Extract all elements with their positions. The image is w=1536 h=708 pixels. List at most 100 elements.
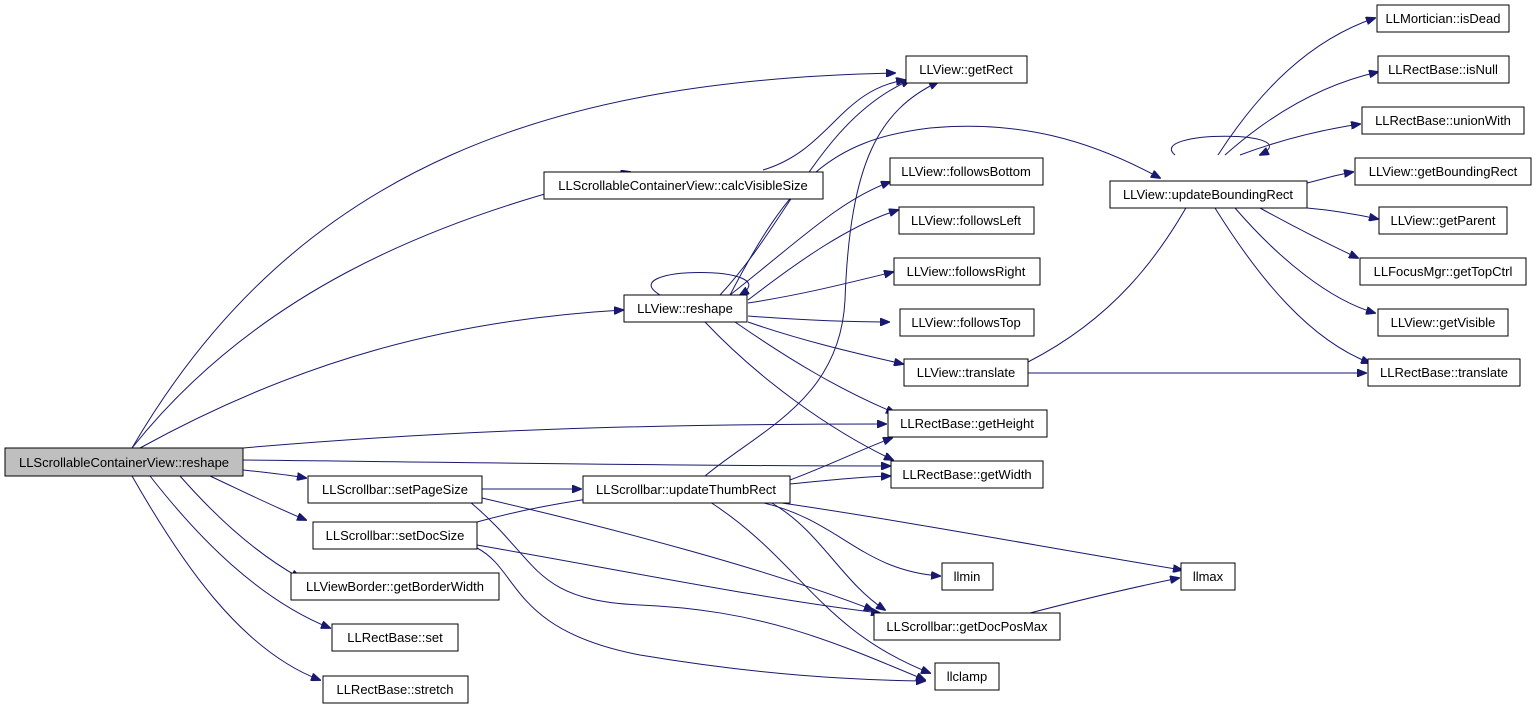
node-followsLeft-label: LLView::followsLeft xyxy=(911,213,1021,228)
node-followsRight-label: LLView::followsRight xyxy=(907,264,1026,279)
edge-setDocSize-llclamp xyxy=(476,547,925,681)
node-isDead-label: LLMortician::isDead xyxy=(1386,11,1501,26)
node-followsTop-label: LLView::followsTop xyxy=(911,315,1020,330)
edge-ubr-getParent xyxy=(1306,207,1378,219)
node-getDocPosMax-label: LLScrollbar::getDocPosMax xyxy=(886,619,1048,634)
node-llclamp-label: llclamp xyxy=(947,669,987,684)
edge-root-calcVisibleSize xyxy=(131,172,630,449)
edge-setDocSize-getDocPosMax xyxy=(476,544,880,613)
edge-root-setPageSize xyxy=(242,469,306,478)
edge-utr-getWidth xyxy=(789,476,890,485)
node-root-label: LLScrollableContainerView::reshape xyxy=(19,455,229,470)
edge-utr-llmin xyxy=(759,501,940,576)
edge-root-view-reshape xyxy=(139,310,623,449)
node-unionWith[interactable]: LLRectBase::unionWith xyxy=(1361,106,1525,135)
edge-reshape-translate xyxy=(747,321,903,364)
node-getBoundingRect-label: LLView::getBoundingRect xyxy=(1369,164,1518,179)
edge-root-setDocSize xyxy=(209,475,306,520)
node-getTopCtrl[interactable]: LLFocusMgr::getTopCtrl xyxy=(1359,257,1527,286)
call-nodes: LLScrollableContainerView::reshape LLScr… xyxy=(4,4,1532,704)
node-followsBottom[interactable]: LLView::followsBottom xyxy=(889,157,1044,186)
node-view-translate-label: LLView::translate xyxy=(917,365,1016,380)
edge-root-getWidth xyxy=(242,459,890,466)
node-rect-translate[interactable]: LLRectBase::translate xyxy=(1367,358,1521,387)
node-getBorderWidth-label: LLViewBorder::getBorderWidth xyxy=(306,579,484,594)
edge-root-getBorderWidth xyxy=(179,475,300,578)
node-getVisible[interactable]: LLView::getVisible xyxy=(1377,308,1509,337)
edge-ubr-isNull xyxy=(1224,72,1378,156)
edge-reshape-self xyxy=(650,272,749,296)
node-llmin-label: llmin xyxy=(954,569,981,584)
edge-ubr-getVisible xyxy=(1234,207,1375,313)
edge-utr-getDocPosMax xyxy=(769,501,885,610)
edge-gdpm-llmax xyxy=(1029,578,1179,614)
node-rect-set[interactable]: LLRectBase::set xyxy=(331,623,459,652)
edge-root-getRect xyxy=(131,73,895,449)
node-unionWith-label: LLRectBase::unionWith xyxy=(1375,113,1511,128)
edge-reshape-followsBottom xyxy=(729,182,890,296)
node-calcVisibleSize[interactable]: LLScrollableContainerView::calcVisibleSi… xyxy=(543,171,824,200)
node-getHeight-label: LLRectBase::getHeight xyxy=(900,416,1034,431)
edge-utr-getRect xyxy=(704,82,938,477)
node-getBorderWidth[interactable]: LLViewBorder::getBorderWidth xyxy=(290,572,500,601)
node-view-reshape-label: LLView::reshape xyxy=(637,301,733,316)
edge-ubr-rect-translate xyxy=(1214,207,1370,363)
node-updateThumbRect[interactable]: LLScrollbar::updateThumbRect xyxy=(582,475,791,504)
node-getParent[interactable]: LLView::getParent xyxy=(1378,206,1508,235)
edge-reshape-followsRight xyxy=(747,272,893,304)
node-getRect-label: LLView::getRect xyxy=(919,62,1013,77)
edge-utr-llclamp xyxy=(709,501,930,673)
node-updateBoundingRect[interactable]: LLView::updateBoundingRect xyxy=(1109,180,1308,209)
node-isNull[interactable]: LLRectBase::isNull xyxy=(1377,55,1510,84)
node-getHeight[interactable]: LLRectBase::getHeight xyxy=(887,409,1048,438)
node-followsTop[interactable]: LLView::followsTop xyxy=(899,308,1035,337)
node-getBoundingRect[interactable]: LLView::getBoundingRect xyxy=(1354,157,1532,186)
node-setDocSize[interactable]: LLScrollbar::setDocSize xyxy=(312,521,478,550)
edge-ubr-getTopCtrl xyxy=(1259,207,1358,258)
node-isDead[interactable]: LLMortician::isDead xyxy=(1376,4,1510,33)
edge-reshape-followsLeft xyxy=(747,210,898,301)
node-view-translate[interactable]: LLView::translate xyxy=(903,358,1029,387)
node-llmax-label: llmax xyxy=(1193,569,1224,584)
node-getVisible-label: LLView::getVisible xyxy=(1391,315,1496,330)
node-llmin[interactable]: llmin xyxy=(941,562,994,591)
node-setDocSize-label: LLScrollbar::setDocSize xyxy=(326,528,465,543)
node-getDocPosMax[interactable]: LLScrollbar::getDocPosMax xyxy=(873,612,1061,641)
edge-root-rect-stretch xyxy=(131,475,320,680)
node-rect-translate-label: LLRectBase::translate xyxy=(1380,365,1508,380)
edge-ubr-self xyxy=(1171,135,1270,155)
node-getRect[interactable]: LLView::getRect xyxy=(905,55,1028,84)
edge-reshape-followsTop xyxy=(747,315,889,322)
node-rect-set-label: LLRectBase::set xyxy=(347,630,443,645)
node-followsBottom-label: LLView::followsBottom xyxy=(901,164,1031,179)
edge-translate-updateBoundingRect xyxy=(1027,182,1200,363)
edge-root-rect-set xyxy=(149,475,330,628)
node-calcVisibleSize-label: LLScrollableContainerView::calcVisibleSi… xyxy=(558,178,808,193)
node-llmax[interactable]: llmax xyxy=(1180,562,1236,591)
node-isNull-label: LLRectBase::isNull xyxy=(1388,62,1498,77)
node-view-reshape[interactable]: LLView::reshape xyxy=(623,294,748,323)
node-setPageSize[interactable]: LLScrollbar::setPageSize xyxy=(307,475,483,504)
edge-ubr-getBoundingRect xyxy=(1306,172,1353,184)
edge-reshape-getHeight xyxy=(734,321,895,413)
edge-root-getHeight xyxy=(242,424,886,449)
node-getWidth-label: LLRectBase::getWidth xyxy=(902,467,1031,482)
edge-ubr-unionWith xyxy=(1239,124,1360,156)
edge-reshape-getWidth xyxy=(704,321,893,460)
node-rect-stretch[interactable]: LLRectBase::stretch xyxy=(322,675,469,704)
edge-ubr-isDead xyxy=(1217,18,1375,156)
node-getWidth[interactable]: LLRectBase::getWidth xyxy=(890,460,1044,489)
node-root[interactable]: LLScrollableContainerView::reshape xyxy=(4,447,244,477)
edge-reshape-updateBoundingRect xyxy=(729,125,1160,296)
edge-utr-getHeight xyxy=(789,438,892,481)
edge-calc-getRect xyxy=(762,80,905,171)
edge-setDocSize-updateThumbRect xyxy=(476,498,595,523)
edge-setPageSize-llclamp xyxy=(469,501,925,680)
node-followsRight[interactable]: LLView::followsRight xyxy=(893,257,1041,286)
node-followsLeft[interactable]: LLView::followsLeft xyxy=(898,206,1035,235)
edge-utr-llmax xyxy=(774,501,1182,570)
node-getParent-label: LLView::getParent xyxy=(1390,213,1495,228)
node-llclamp[interactable]: llclamp xyxy=(934,662,1000,691)
node-getTopCtrl-label: LLFocusMgr::getTopCtrl xyxy=(1374,264,1513,279)
